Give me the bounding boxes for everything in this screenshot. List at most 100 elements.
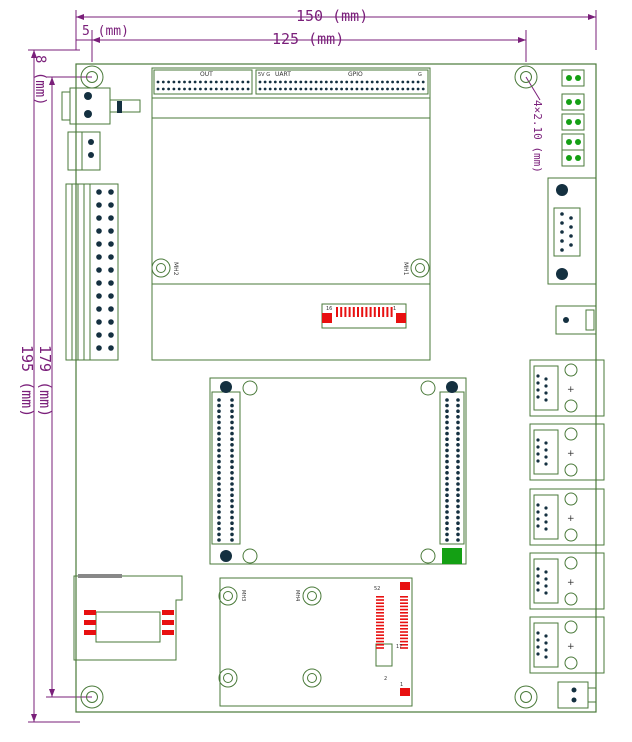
rj45-jack xyxy=(533,622,559,668)
top-module-holes xyxy=(151,258,430,278)
header-pin xyxy=(183,87,186,91)
header-pin xyxy=(172,87,176,91)
idc-pin xyxy=(108,215,114,221)
rj45-pin xyxy=(544,648,548,652)
som-pin xyxy=(217,465,221,470)
som-pin xyxy=(230,493,234,498)
rj45-pin xyxy=(544,448,548,452)
header-pin xyxy=(345,80,349,84)
som-pin xyxy=(230,443,234,447)
rj45-pin xyxy=(536,374,540,378)
rj45-pin xyxy=(544,506,548,510)
som-pin xyxy=(456,482,460,486)
som-pin xyxy=(230,420,234,425)
mpcie-pin xyxy=(400,596,408,598)
som-pin xyxy=(445,398,449,402)
header-pin xyxy=(309,87,313,91)
header-pin xyxy=(396,80,400,84)
header-pin xyxy=(246,87,250,91)
header-pin xyxy=(279,80,282,84)
rj45-plus: + xyxy=(567,385,575,395)
header-pin xyxy=(304,80,308,84)
header-pin xyxy=(381,87,384,91)
idc-pin xyxy=(96,267,102,273)
ffc-pin xyxy=(348,307,351,317)
rj45-pin xyxy=(544,577,548,581)
sim-pad-1 xyxy=(84,610,96,615)
som-pin xyxy=(445,532,449,537)
dc-jack-pin-3 xyxy=(117,101,122,113)
mpcie-pad-bottom xyxy=(400,688,410,696)
som-pin xyxy=(217,476,221,481)
som-pin xyxy=(230,487,234,492)
som-pin xyxy=(456,465,460,470)
som-hole-bl xyxy=(242,548,258,564)
rj45-plus: + xyxy=(567,642,575,652)
som-hole-tr-dark xyxy=(446,381,458,393)
som-pin xyxy=(456,504,460,509)
som-pin xyxy=(456,515,460,520)
som-pin xyxy=(445,482,449,486)
ffc-pin xyxy=(373,307,376,317)
mpcie-pin xyxy=(376,644,384,646)
rj45-port xyxy=(529,423,605,481)
som-pin xyxy=(456,493,460,498)
rj45-pin xyxy=(544,398,548,402)
header-pin xyxy=(199,87,202,91)
rj45-led-hole xyxy=(564,492,578,506)
header-pin xyxy=(324,80,328,84)
rj45-led-hole xyxy=(564,592,578,606)
bottom-right-pin-2 xyxy=(571,697,577,703)
header-pin xyxy=(391,80,394,84)
mpcie-pin xyxy=(400,605,408,608)
header-pin xyxy=(421,87,425,91)
rj45-pin xyxy=(544,462,548,466)
terminal-pin-1 xyxy=(88,139,94,145)
header-pin xyxy=(225,80,229,84)
som-pin xyxy=(445,448,449,453)
rj45-body xyxy=(529,616,605,674)
header-pin xyxy=(177,87,181,91)
som-pin xyxy=(230,403,234,408)
ffc-pin xyxy=(369,307,372,317)
mpcie-pin xyxy=(376,605,384,608)
som-pin xyxy=(217,504,221,509)
idc-pin xyxy=(108,189,114,195)
sim-pad-6 xyxy=(162,630,174,635)
rj45-plus: + xyxy=(567,514,575,524)
header-pin xyxy=(406,80,410,84)
mpcie-pin xyxy=(400,644,408,646)
rj45-pin xyxy=(544,455,548,459)
mpcie-pin xyxy=(376,621,384,624)
header-pin xyxy=(304,87,308,91)
rj45-pin xyxy=(544,377,548,381)
mpcie-pin xyxy=(376,624,384,627)
mpcie-pins xyxy=(376,596,408,649)
label-j-pin-mid: 17 xyxy=(396,644,402,650)
header-pin xyxy=(268,87,272,91)
rj45-pin xyxy=(544,634,548,638)
rj45-pin xyxy=(544,513,548,517)
som-pin xyxy=(445,515,449,520)
dim-hole-offset-x: 5 (mm) xyxy=(82,24,129,39)
som-pin xyxy=(217,454,221,458)
header-pin xyxy=(289,80,292,84)
rj45-port xyxy=(529,616,605,674)
rj45-jack xyxy=(533,558,559,604)
rj45-body xyxy=(529,552,605,610)
sim-pad-5 xyxy=(162,620,174,625)
rj45-body xyxy=(529,488,605,546)
mpcie-pin xyxy=(376,615,384,617)
mpcie-pin xyxy=(400,637,408,640)
som-pin xyxy=(230,538,234,542)
som-hole-bl-dark xyxy=(220,550,232,562)
header-pin xyxy=(167,80,171,84)
mpcie-pin xyxy=(400,631,408,633)
db9-pin xyxy=(569,243,573,247)
rj45-pin xyxy=(536,503,540,507)
header-pin xyxy=(345,87,349,91)
som-pin xyxy=(230,471,234,475)
header-pin xyxy=(289,87,292,91)
som-pin xyxy=(217,527,221,531)
rj45-pin xyxy=(536,445,540,449)
